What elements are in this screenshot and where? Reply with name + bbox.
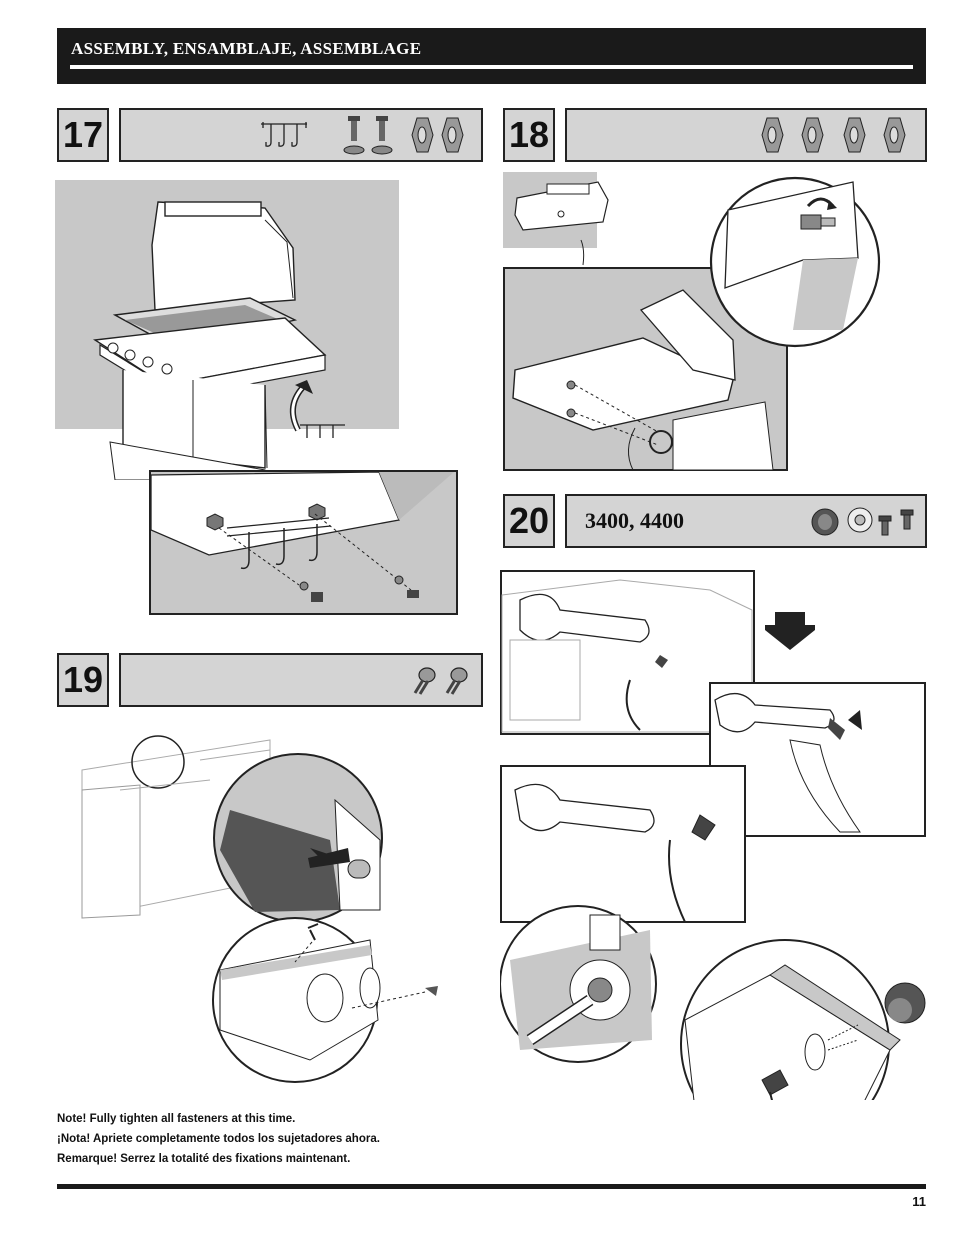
step-18-number: 18 [503,108,555,162]
step-19-number: 19 [57,653,109,707]
section-header: ASSEMBLY, ENSAMBLAJE, ASSEMBLAGE [57,28,926,84]
step-20-figure [500,570,930,1100]
step-20-label: 3400, 4400 [585,508,684,533]
step-17-parts-bar [119,108,483,162]
note-french: Remarque! Serrez la totalité des fixatio… [57,1153,351,1165]
step-17-grill-figure [55,180,400,480]
control-knob-icon [811,508,839,536]
section-title: ASSEMBLY, ENSAMBLAJE, ASSEMBLAGE [71,39,422,58]
header-rule [70,65,913,69]
footer-rule [57,1184,926,1189]
step-17-detail-inset [149,470,459,616]
knob-bezel-icon [847,507,873,533]
step-20-parts-icons [811,507,914,536]
screw-icon [413,667,468,695]
arrow-down-icon [765,625,815,650]
tool-hooks-icon [261,122,307,147]
control-knob-icon [884,982,926,1024]
lock-nut-icon [411,117,464,153]
note-spanish: ¡Nota! Apriete completamente todos los s… [57,1133,380,1145]
screw-icon [878,509,914,536]
step-18-parts-icons [761,117,906,153]
step-18-figure [503,170,883,475]
step-20-number: 20 [503,494,555,548]
note-english: Note! Fully tighten all fasteners at thi… [57,1113,296,1125]
lock-nut-icon [761,117,906,153]
step-20-parts-bar: 3400, 4400 [565,494,927,548]
step-18-parts-bar [565,108,927,162]
step-19-parts-bar [119,653,483,707]
step-19-figure [80,730,480,1110]
bolt-icon [343,116,393,155]
step-17-number: 17 [57,108,109,162]
page-number: 11 [912,1194,926,1209]
step-19-parts-icons [413,667,468,695]
step-17-parts-icons [261,116,464,155]
